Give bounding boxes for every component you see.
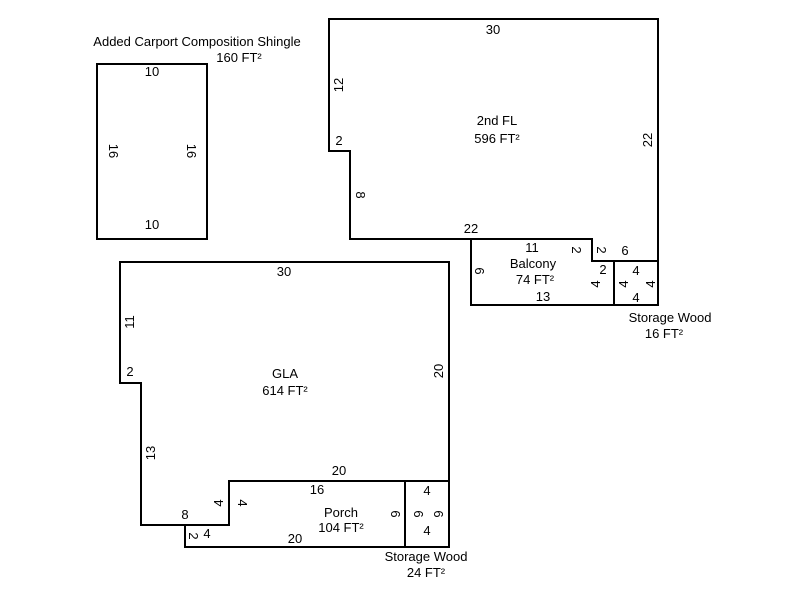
dim-label: 2 [594,246,609,253]
dim-label: 22 [464,221,478,236]
dim-label: 10 [145,64,159,79]
dim-label: 6 [472,267,487,274]
dim-label: 20 [288,531,302,546]
dim-label: 2 [335,133,342,148]
dim-label: 13 [143,446,158,460]
dim-label: 16 [184,144,199,158]
dim-label: 4 [211,499,226,506]
dim-label: 11 [122,315,137,329]
porch-area: Porch 104 FT² 16 4 2 4 20 6 [184,480,406,548]
dim-label: 8 [353,191,368,198]
dim-label: 4 [588,280,603,287]
second-floor-size: 596 FT² [474,131,520,146]
storage-upper-name: Storage Wood [629,310,712,325]
dim-label: 16 [310,482,324,497]
balcony-name: Balcony [510,256,557,271]
carport-outline [96,63,208,240]
dim-label: 6 [388,510,403,517]
carport-size: 160 FT² [216,50,262,65]
porch-name: Porch [324,505,358,520]
dim-label: 30 [277,264,291,279]
gla-size: 614 FT² [262,383,308,398]
dim-label: 4 [643,280,658,287]
dim-label: 4 [423,523,430,538]
second-floor-name: 2nd FL [477,113,517,128]
dim-label: 6 [411,510,426,517]
dim-label: 6 [431,510,446,517]
storage-wood-upper-area: Storage Wood 16 FT² 4 4 4 4 [613,260,712,341]
gla-name: GLA [272,366,298,381]
dim-label: 2 [186,532,201,539]
storage-lower-outline [404,480,450,548]
dim-label: 2 [599,262,606,277]
dim-label: 16 [106,144,121,158]
dim-label: 20 [431,364,446,378]
dim-label: 8 [181,507,188,522]
dim-label: 11 [525,240,539,255]
porch-size: 104 FT² [318,520,364,535]
dim-label: 4 [632,290,639,305]
balcony-size: 74 FT² [516,272,555,287]
dim-label: 13 [536,289,550,304]
storage-wood-lower-area: Storage Wood 24 FT² 4 4 6 6 [385,480,468,580]
dim-label: 22 [640,133,655,147]
dim-label: 12 [331,78,346,92]
dim-label: 4 [423,483,430,498]
dim-label: 4 [235,499,250,506]
dim-label: 20 [332,463,346,478]
dim-label: 30 [486,22,500,37]
storage-lower-size: 24 FT² [407,565,446,580]
dim-label: 2 [569,246,584,253]
dim-label: 4 [632,263,639,278]
dim-label: 4 [616,280,631,287]
dim-label: 10 [145,217,159,232]
gla-area: GLA 614 FT² 30 20 11 2 13 8 4 20 [119,261,450,526]
carport-area: Added Carport Composition Shingle 160 FT… [93,34,301,240]
dim-label: 6 [621,243,628,258]
dim-label: 4 [203,526,210,541]
balcony-area: Balcony 74 FT² 11 2 2 6 4 13 [470,238,615,306]
dim-label: 2 [126,364,133,379]
storage-upper-size: 16 FT² [645,326,684,341]
second-floor-area: 2nd FL 596 FT² 30 22 12 2 8 22 2 6 [328,18,659,262]
storage-lower-name: Storage Wood [385,549,468,564]
carport-name: Added Carport Composition Shingle [93,34,300,49]
storage-upper-outline [613,260,659,306]
